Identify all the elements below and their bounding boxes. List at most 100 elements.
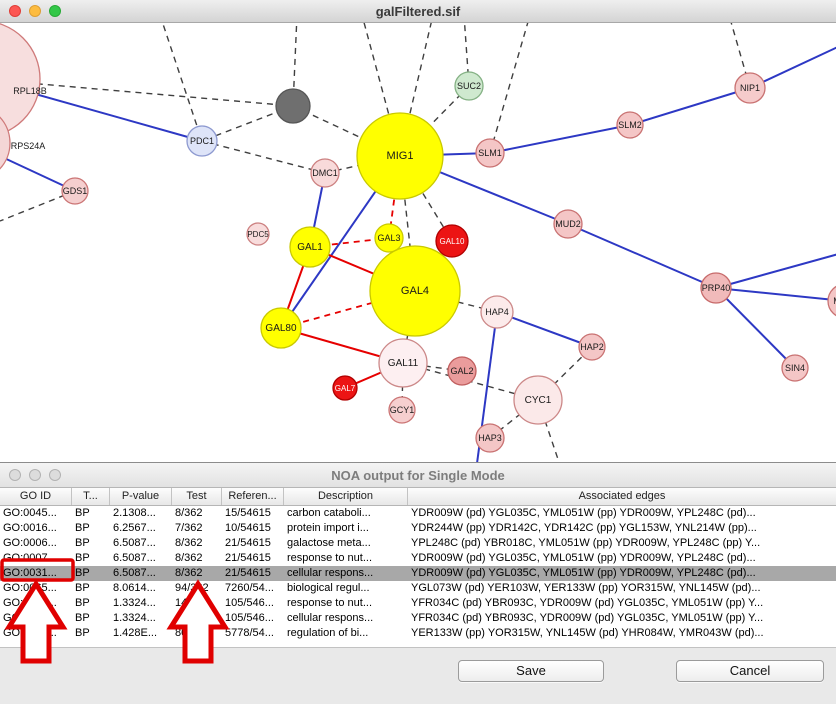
close-button[interactable]: [9, 5, 21, 17]
column-header-test[interactable]: Test: [172, 488, 222, 505]
node-MIG1[interactable]: [356, 112, 444, 200]
close-button[interactable]: [9, 469, 21, 481]
table-cell: GO:0050...: [3, 627, 57, 639]
node-HAP2[interactable]: [578, 333, 606, 361]
table-cell: 80/362: [175, 627, 209, 639]
zoom-button[interactable]: [49, 5, 61, 17]
network-edge[interactable]: [567, 223, 717, 289]
table-cell: 6.5087...: [113, 552, 156, 564]
node-SLM2[interactable]: [616, 111, 644, 139]
node-label-GAL80: GAL80: [265, 323, 297, 334]
noa-window-title: NOA output for Single Mode: [331, 467, 505, 483]
column-header-p-value[interactable]: P-value: [110, 488, 172, 505]
node-GAL4[interactable]: [369, 245, 461, 337]
save-button[interactable]: Save: [458, 660, 604, 682]
node-GAL80[interactable]: [260, 307, 302, 349]
node-GAL2[interactable]: [447, 356, 477, 386]
table-cell: GO:0006...: [3, 597, 57, 609]
table-cell: YGL073W (pd) YER103W, YER133W (pp) YOR31…: [411, 582, 761, 594]
network-edge[interactable]: [496, 311, 593, 348]
network-edge[interactable]: [489, 124, 631, 154]
table-cell: GO:0007...: [3, 552, 57, 564]
minimize-button[interactable]: [29, 5, 41, 17]
network-edge[interactable]: [0, 143, 76, 192]
table-cell: 8/362: [175, 552, 203, 564]
node-MSL1[interactable]: [827, 284, 836, 318]
network-edge[interactable]: [0, 79, 294, 107]
zoom-button[interactable]: [49, 469, 61, 481]
network-edge[interactable]: [629, 87, 751, 126]
node-SUC2[interactable]: [454, 71, 484, 101]
node-PRP40[interactable]: [700, 272, 732, 304]
table-cell: regulation of bi...: [287, 627, 369, 639]
minimize-button[interactable]: [29, 469, 41, 481]
node-GRAY1[interactable]: [275, 88, 311, 124]
network-edge[interactable]: [489, 23, 530, 154]
node-label-HAP4: HAP4: [485, 307, 509, 317]
node-SLM1[interactable]: [475, 138, 505, 168]
column-header-go-id[interactable]: GO ID: [0, 488, 72, 505]
node-label-HAP2: HAP2: [580, 342, 604, 352]
noa-window-titlebar[interactable]: NOA output for Single Mode: [0, 463, 836, 488]
node-SIN4[interactable]: [781, 354, 809, 382]
node-GCY1[interactable]: [388, 396, 416, 424]
node-GAL7[interactable]: [332, 375, 358, 401]
node-HAP4[interactable]: [480, 295, 514, 329]
table-cell: GO:0006...: [3, 537, 57, 549]
network-edge[interactable]: [715, 287, 796, 369]
network-edge[interactable]: [715, 287, 836, 302]
node-HAP3[interactable]: [475, 423, 505, 453]
node-label-PDC5: PDC5: [247, 230, 269, 239]
node-RPL18B[interactable]: [0, 23, 41, 137]
table-cell: YFR034C (pd) YBR093C, YDR009W (pd) YGL03…: [411, 612, 764, 624]
graph-window-titlebar[interactable]: galFiltered.sif: [0, 0, 836, 23]
column-header-referen-[interactable]: Referen...: [222, 488, 284, 505]
network-edge[interactable]: [160, 23, 203, 142]
table-cell: 8/362: [175, 537, 203, 549]
node-GAL11[interactable]: [378, 338, 428, 388]
network-edge[interactable]: [201, 140, 326, 174]
table-cell: 6.5087...: [113, 567, 156, 579]
node-GAL3[interactable]: [374, 223, 404, 253]
network-edge[interactable]: [715, 253, 836, 289]
table-cell: YPL248C (pd) YBR018C, YML051W (pp) YDR00…: [411, 537, 761, 549]
node-MUD2[interactable]: [553, 209, 583, 239]
network-edge[interactable]: [292, 105, 401, 157]
node-label-DMC1: DMC1: [312, 168, 338, 178]
table-cell: BP: [75, 567, 90, 579]
table-cell: BP: [75, 597, 90, 609]
node-DMC1[interactable]: [310, 158, 340, 188]
node-PDC1[interactable]: [186, 125, 218, 157]
node-PDC5[interactable]: [246, 222, 270, 246]
cancel-button[interactable]: Cancel: [676, 660, 824, 682]
column-header-associated-edges[interactable]: Associated edges: [578, 490, 666, 502]
node-GAL10[interactable]: [435, 224, 469, 258]
node-NIP1[interactable]: [734, 72, 766, 104]
table-cell: BP: [75, 552, 90, 564]
node-GAL1[interactable]: [289, 226, 331, 268]
node-GDS1[interactable]: [61, 177, 89, 205]
column-header-description[interactable]: Description: [284, 488, 408, 505]
node-CYC1[interactable]: [513, 375, 563, 425]
network-edge[interactable]: [292, 23, 298, 107]
table-cell: biological regul...: [287, 582, 370, 594]
network-edge[interactable]: [749, 45, 836, 89]
noa-footer: Save Cancel: [0, 647, 836, 704]
table-cell: YDR009W (pd) YGL035C, YML051W (pp) YDR00…: [411, 567, 756, 579]
node-RPS24A[interactable]: [0, 105, 11, 181]
column-header-t-[interactable]: T...: [72, 488, 110, 505]
table-cell: 15/54615: [225, 507, 271, 519]
node-label-NIP1: NIP1: [740, 83, 760, 93]
table-cell: 7260/54...: [225, 582, 274, 594]
